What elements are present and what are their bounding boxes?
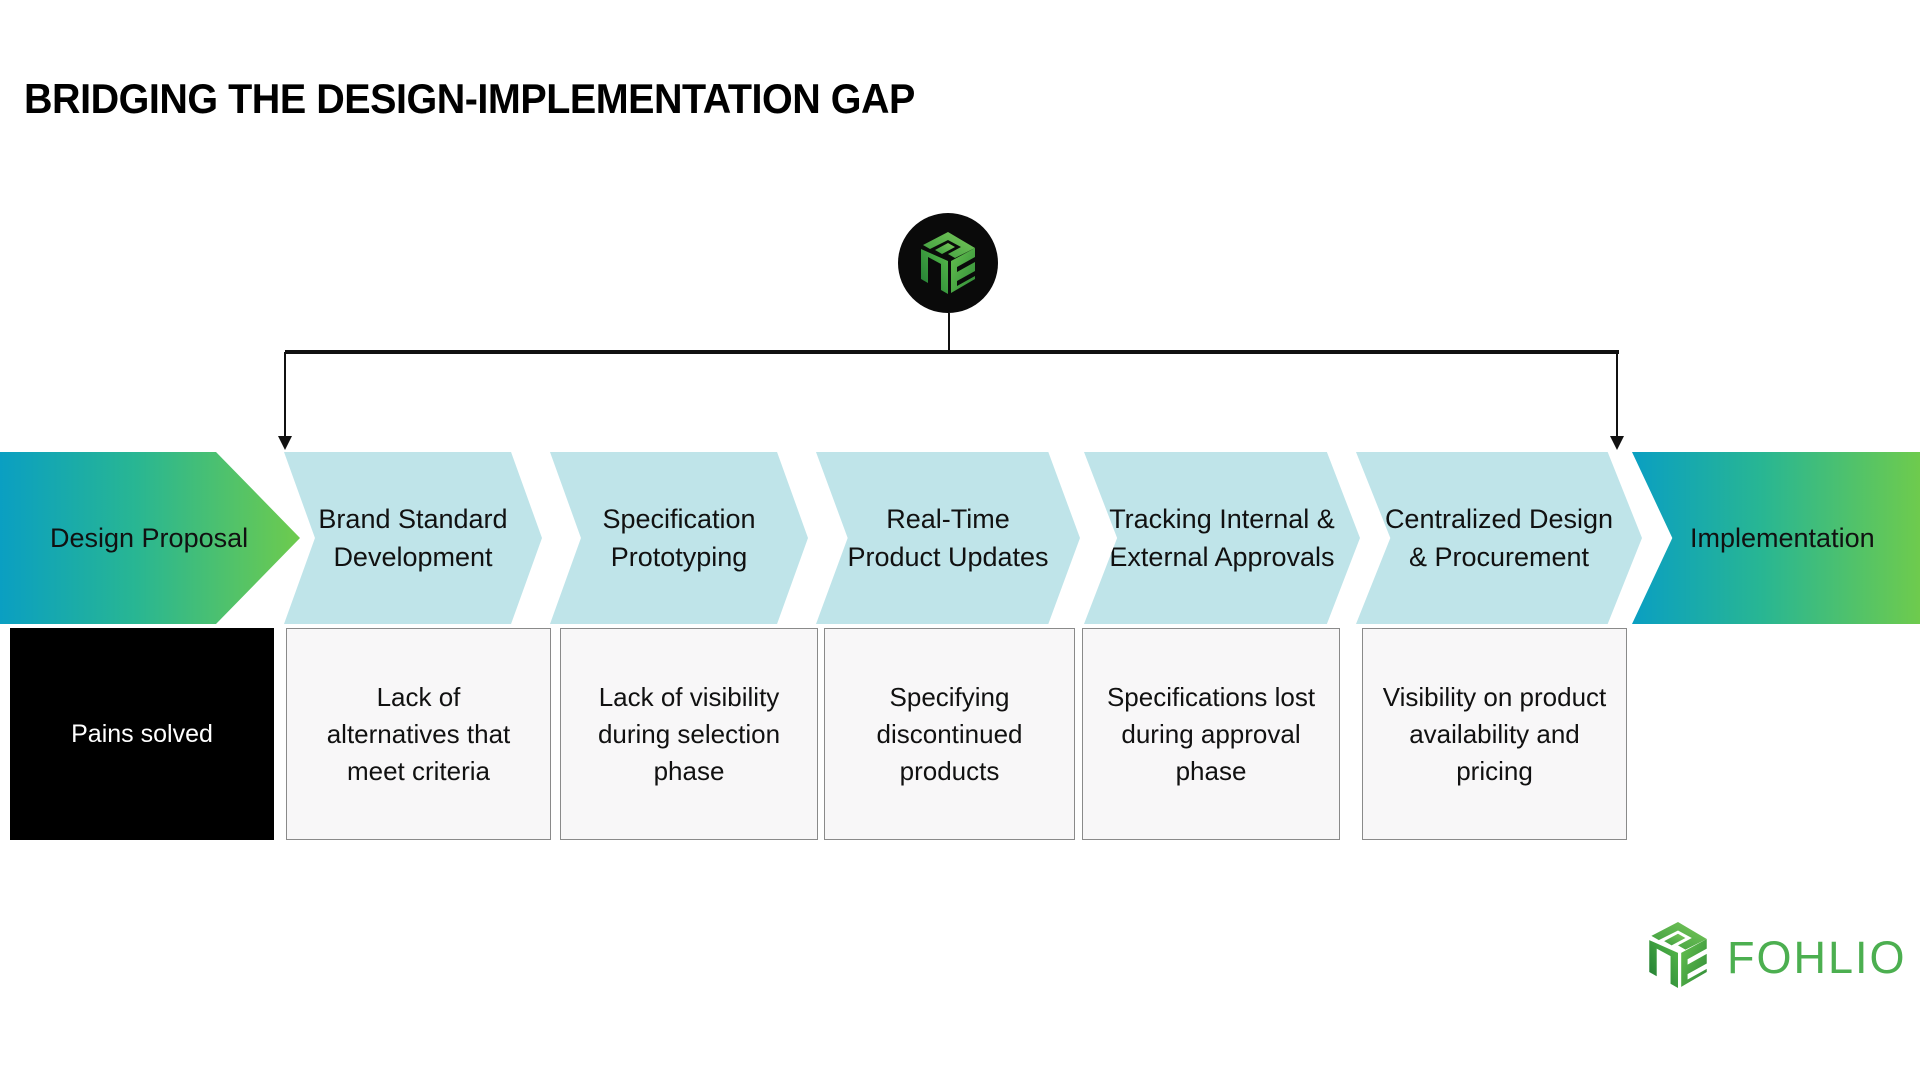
pain-card-text: Lack of visibility during selection phas…: [597, 681, 781, 786]
pain-card: Lack of visibility during selection phas…: [560, 628, 818, 840]
process-step-brand-standard-development[interactable]: Brand Standard Development: [284, 452, 542, 624]
pain-card: Specifications lost during approval phas…: [1082, 628, 1340, 840]
connector-stem: [948, 313, 950, 352]
arrow-down-right-icon: [1610, 436, 1624, 450]
arrow-down-left-icon: [278, 436, 292, 450]
pain-card: Specifying discontinued products: [824, 628, 1075, 840]
pain-card: Lack of alternatives that meet criteria: [286, 628, 551, 840]
pains-solved-row: Pains solved Lack of alternatives that m…: [0, 628, 1920, 840]
fohlio-cube-logo-icon: [1645, 920, 1711, 995]
pains-solved-header-label: Pains solved: [71, 719, 213, 748]
hub-logo-circle: [898, 213, 998, 313]
process-step-label: Specification Prototyping: [602, 504, 756, 572]
pain-card-text: Visibility on product availability and p…: [1382, 681, 1607, 786]
connector-drop-left: [284, 352, 286, 437]
process-step-label: Centralized Design & Procurement: [1384, 504, 1614, 572]
connector-horizontal-bar: [285, 350, 1619, 354]
fohlio-cube-logo-icon: [917, 231, 979, 295]
pain-card-text: Specifications lost during approval phas…: [1106, 681, 1316, 786]
process-step-label: Tracking Internal & External Approvals: [1109, 504, 1335, 572]
process-step-design-proposal[interactable]: Design Proposal: [0, 452, 300, 624]
process-step-centralized-design-procurement[interactable]: Centralized Design & Procurement: [1356, 452, 1642, 624]
brand-footer: FOHLIO: [1645, 920, 1907, 995]
pain-card: Visibility on product availability and p…: [1362, 628, 1627, 840]
pains-solved-header: Pains solved: [10, 628, 274, 840]
brand-wordmark: FOHLIO: [1727, 931, 1907, 983]
process-step-real-time-product-updates[interactable]: Real-Time Product Updates: [816, 452, 1080, 624]
process-flow-row: Design Proposal Brand Standard Developme…: [0, 452, 1920, 624]
process-step-label: Brand Standard Development: [318, 504, 508, 572]
connector-drop-right: [1616, 352, 1618, 437]
process-step-label: Design Proposal: [50, 523, 249, 553]
process-step-implementation[interactable]: Implementation: [1632, 452, 1920, 624]
process-step-label: Implementation: [1690, 523, 1875, 553]
pain-card-text: Specifying discontinued products: [876, 681, 1023, 786]
pain-card-text: Lack of alternatives that meet criteria: [326, 681, 511, 786]
page-title: BRIDGING THE DESIGN-IMPLEMENTATION GAP: [24, 75, 915, 122]
process-step-specification-prototyping[interactable]: Specification Prototyping: [550, 452, 808, 624]
process-step-label: Real-Time Product Updates: [847, 504, 1049, 572]
process-step-tracking-approvals[interactable]: Tracking Internal & External Approvals: [1084, 452, 1360, 624]
